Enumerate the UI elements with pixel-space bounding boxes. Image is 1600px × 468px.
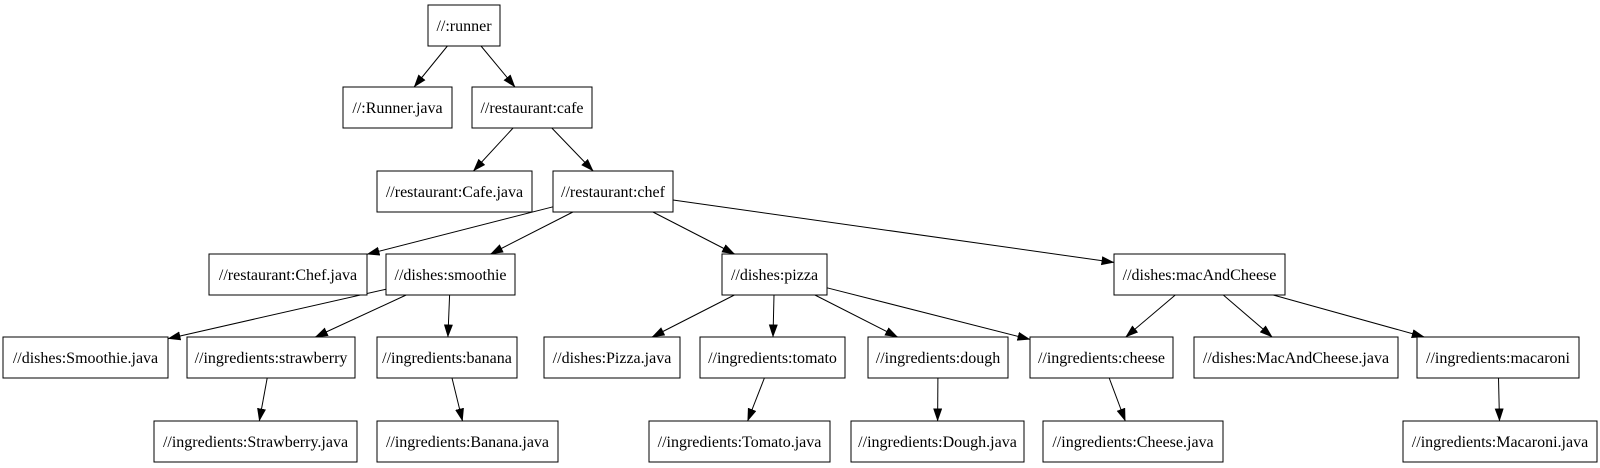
node-box: [1042, 420, 1224, 463]
edges-layer: [167, 45, 1504, 422]
edge-banana-to-banana_java: [451, 377, 464, 422]
graph-node-runner_java: //:Runner.java: [342, 86, 453, 129]
node-box: [153, 420, 358, 463]
graph-node-cheese_java: //ingredients:Cheese.java: [1042, 420, 1224, 463]
edge-pizza-to-tomato: [768, 294, 778, 338]
node-label: //dishes:Pizza.java: [553, 350, 672, 367]
graph-node-tomato: //ingredients:tomato: [699, 336, 846, 379]
graph-node-cafe_java: //restaurant:Cafe.java: [376, 170, 533, 213]
graph-node-smoothie_java: //dishes:Smoothie.java: [2, 336, 169, 379]
node-box: [376, 420, 559, 463]
node-box: [427, 4, 501, 47]
graph-node-macaroni_java: //ingredients:Macaroni.java: [1402, 420, 1598, 463]
node-label: //ingredients:tomato: [708, 350, 837, 367]
graph-node-banana: //ingredients:banana: [376, 336, 518, 379]
graph-node-mac_and_cheese_java: //dishes:MacAndCheese.java: [1193, 336, 1399, 379]
graph-node-cheese: //ingredients:cheese: [1029, 336, 1174, 379]
edge-chef-to-pizza: [652, 211, 736, 255]
node-label: //ingredients:macaroni: [1426, 350, 1571, 367]
node-label: //restaurant:cafe: [480, 100, 583, 117]
graph-node-pizza_java: //dishes:Pizza.java: [543, 336, 681, 379]
edge-pizza-to-dough: [814, 294, 899, 338]
node-box: [385, 253, 516, 296]
edge-chef-to-mac_and_cheese: [672, 199, 1115, 266]
node-label: //ingredients:Strawberry.java: [163, 434, 348, 451]
node-box: [471, 86, 593, 129]
node-label: //dishes:MacAndCheese.java: [1203, 350, 1389, 367]
graph-node-strawberry: //ingredients:strawberry: [186, 336, 356, 379]
node-label: //dishes:Smoothie.java: [13, 350, 158, 367]
edge-pizza-to-pizza_java: [651, 294, 735, 338]
node-label: //ingredients:strawberry: [195, 350, 348, 367]
node-label: //:runner: [436, 18, 492, 35]
edge-runner-to-runner_java: [413, 45, 448, 88]
node-box: [376, 336, 518, 379]
node-box: [648, 420, 831, 463]
node-box: [2, 336, 169, 379]
edge-mac_and_cheese-to-cheese: [1125, 294, 1176, 338]
node-box: [208, 253, 368, 296]
node-box: [1193, 336, 1399, 379]
graph-node-strawberry_java: //ingredients:Strawberry.java: [153, 420, 358, 463]
node-label: //ingredients:Macaroni.java: [1412, 434, 1588, 451]
edge-runner-to-cafe: [480, 45, 516, 88]
graph-node-smoothie: //dishes:smoothie: [385, 253, 516, 296]
edge-smoothie-to-smoothie_java: [167, 288, 387, 341]
node-label: //restaurant:Cafe.java: [386, 184, 523, 201]
edge-mac_and_cheese-to-macaroni: [1273, 294, 1425, 338]
edge-mac_and_cheese-to-mac_and_cheese_java: [1222, 294, 1273, 338]
graph-node-dough_java: //ingredients:Dough.java: [850, 420, 1025, 463]
graph-node-pizza: //dishes:pizza: [721, 253, 828, 296]
node-label: //restaurant:Chef.java: [219, 267, 357, 284]
node-box: [1113, 253, 1286, 296]
node-box: [1029, 336, 1174, 379]
edge-pizza-to-cheese: [826, 287, 1031, 341]
graph-node-mac_and_cheese: //dishes:macAndCheese: [1113, 253, 1286, 296]
node-box: [850, 420, 1025, 463]
graph-node-banana_java: //ingredients:Banana.java: [376, 420, 559, 463]
node-box: [376, 170, 533, 213]
edge-cafe-to-cafe_java: [473, 127, 514, 172]
graph-node-chef: //restaurant:chef: [552, 170, 674, 213]
node-label: //ingredients:dough: [876, 350, 1000, 367]
node-label: //ingredients:banana: [382, 350, 512, 367]
node-box: [342, 86, 453, 129]
edge-smoothie-to-strawberry: [314, 294, 407, 338]
node-label: //:Runner.java: [352, 100, 442, 117]
graph-node-chef_java: //restaurant:Chef.java: [208, 253, 368, 296]
edge-cafe-to-chef: [551, 127, 594, 172]
node-label: //dishes:pizza: [731, 267, 818, 284]
edge-chef-to-chef_java: [366, 206, 554, 256]
node-box: [867, 336, 1009, 379]
node-box: [552, 170, 674, 213]
node-box: [186, 336, 356, 379]
edge-macaroni-to-macaroni_java: [1494, 377, 1504, 422]
graph-node-macaroni: //ingredients:macaroni: [1416, 336, 1580, 379]
graph-node-runner: //:runner: [427, 4, 501, 47]
node-label: //ingredients:Tomato.java: [658, 434, 822, 451]
node-box: [1416, 336, 1580, 379]
graph-node-cafe: //restaurant:cafe: [471, 86, 593, 129]
nodes-layer: //:runner //:Runner.java //restaurant:cafe…: [2, 4, 1598, 463]
node-label: //restaurant:chef: [561, 184, 666, 201]
edge-tomato-to-tomato_java: [747, 377, 765, 422]
node-box: [699, 336, 846, 379]
edge-cheese-to-cheese_java: [1108, 377, 1126, 422]
node-label: //ingredients:Cheese.java: [1052, 434, 1213, 451]
edge-strawberry-to-strawberry_java: [257, 377, 268, 422]
edge-smoothie-to-banana: [443, 294, 453, 338]
edge-chef-to-smoothie: [490, 211, 574, 255]
graph-node-dough: //ingredients:dough: [867, 336, 1009, 379]
graph-node-tomato_java: //ingredients:Tomato.java: [648, 420, 831, 463]
node-label: //ingredients:Dough.java: [858, 434, 1017, 451]
node-box: [721, 253, 828, 296]
node-label: //dishes:macAndCheese: [1123, 267, 1277, 284]
node-label: //ingredients:cheese: [1038, 350, 1165, 367]
node-box: [543, 336, 681, 379]
node-label: //ingredients:Banana.java: [386, 434, 549, 451]
node-label: //dishes:smoothie: [395, 267, 507, 284]
node-box: [1402, 420, 1598, 463]
